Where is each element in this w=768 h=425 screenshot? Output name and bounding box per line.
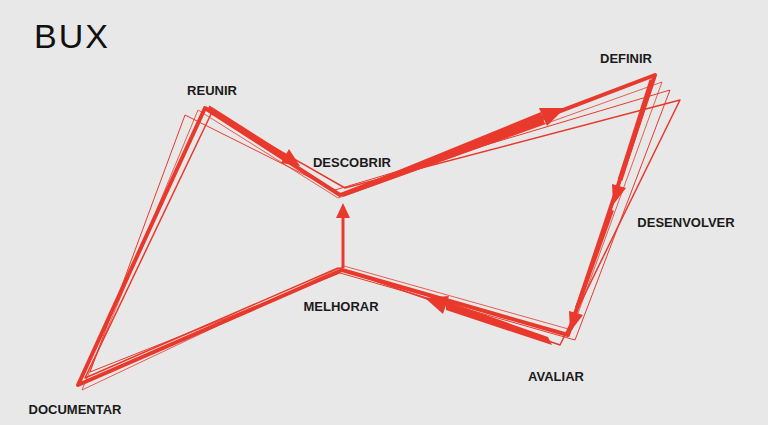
stage-label: DEFINIR bbox=[600, 51, 652, 66]
arrow-shaft bbox=[208, 108, 285, 157]
brand-logo: BUX bbox=[34, 17, 110, 55]
arrowhead bbox=[569, 311, 583, 332]
stage-label: MELHORAR bbox=[303, 299, 378, 314]
stage-label: DESENVOLVER bbox=[637, 215, 734, 230]
sketch-stroke bbox=[90, 90, 670, 372]
arrow-shaft bbox=[577, 210, 612, 308]
arrowhead bbox=[612, 184, 626, 205]
arrow-shaft bbox=[342, 215, 345, 268]
arrow-shaft bbox=[620, 80, 652, 180]
stage-label: DESCOBRIR bbox=[313, 155, 391, 170]
sketch-stroke bbox=[82, 82, 662, 390]
stage-label: REUNIR bbox=[187, 83, 237, 98]
arrowhead bbox=[425, 296, 449, 314]
arrowhead bbox=[336, 203, 350, 218]
sketch-stroke bbox=[85, 100, 680, 378]
arrowhead bbox=[281, 149, 300, 166]
arrowhead bbox=[539, 108, 565, 126]
stage-label: AVALIAR bbox=[528, 369, 584, 384]
arrow-band bbox=[446, 301, 552, 345]
stage-label: DOCUMENTAR bbox=[29, 402, 122, 417]
